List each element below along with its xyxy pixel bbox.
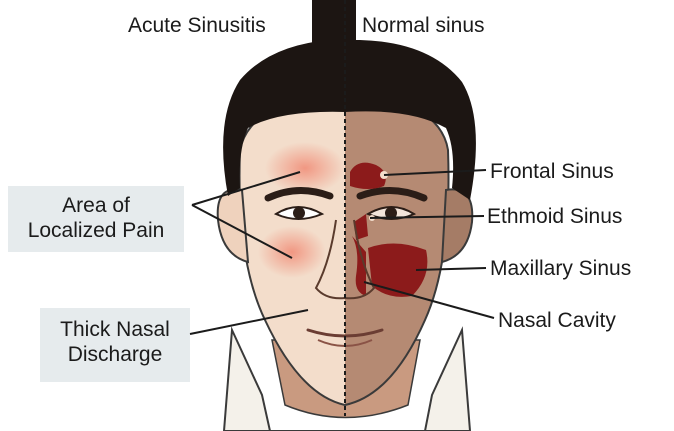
ear-right — [442, 189, 472, 262]
maxillary-sinus-label: Maxillary Sinus — [490, 256, 631, 281]
ethmoid-sinus-label: Ethmoid Sinus — [487, 204, 622, 229]
forehead-pain-glow — [265, 142, 345, 194]
iris-left — [293, 207, 305, 219]
cheek-pain-glow — [258, 226, 326, 278]
localized-pain-line1: Area of — [8, 193, 184, 218]
localized-pain-line2: Localized Pain — [8, 218, 184, 243]
frontal-sinus-label: Frontal Sinus — [490, 159, 614, 184]
thick-nasal-discharge-label: Thick Nasal Discharge — [40, 317, 190, 367]
acute-sinusitis-header: Acute Sinusitis — [128, 13, 266, 38]
header-tab — [312, 0, 356, 48]
discharge-line2: Discharge — [40, 342, 190, 367]
nasal-cavity-label: Nasal Cavity — [498, 308, 616, 333]
localized-pain-label: Area of Localized Pain — [8, 193, 184, 243]
discharge-line1: Thick Nasal — [40, 317, 190, 342]
normal-sinus-header: Normal sinus — [362, 13, 485, 38]
